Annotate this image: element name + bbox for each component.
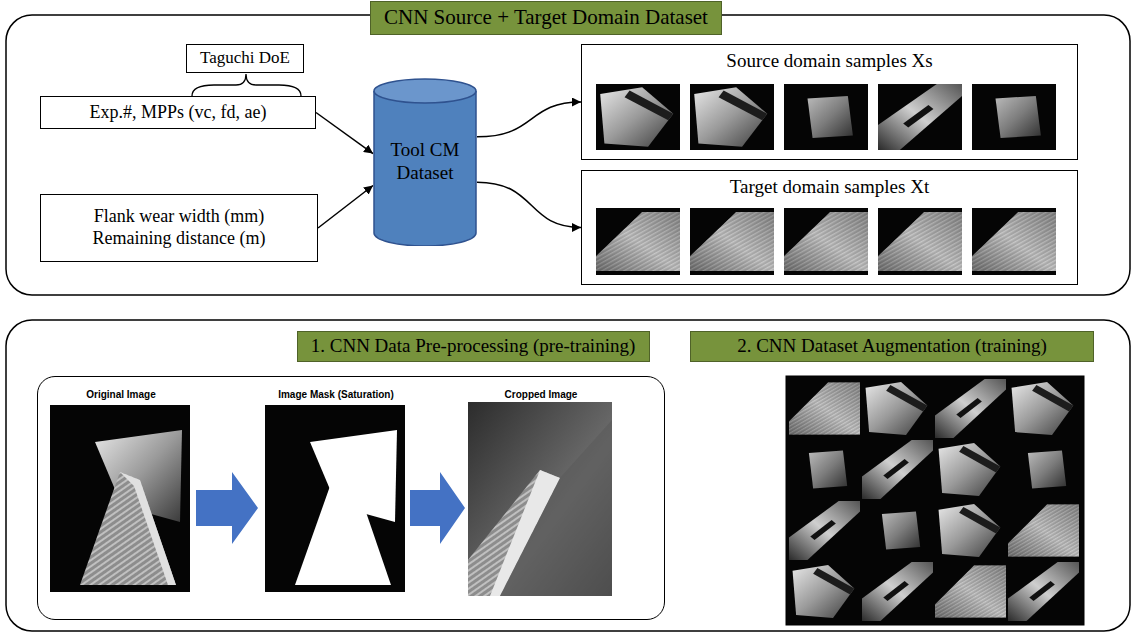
node-label: Remaining distance (m) xyxy=(93,228,266,250)
node-label: 2. CNN Dataset Augmentation (training) xyxy=(737,335,1047,358)
arrow-connector xyxy=(318,186,373,228)
image-title: Cropped Image xyxy=(469,389,613,401)
cropped-image xyxy=(468,402,612,596)
section-label: 2. CNN Dataset Augmentation (training) xyxy=(690,331,1094,362)
preprocessing-box: Original Image Image Mask (Saturation) Cro… xyxy=(37,376,665,620)
image-ground xyxy=(265,405,405,592)
tool-image xyxy=(690,208,774,275)
bottom-panel xyxy=(6,320,1130,631)
cylinder-body xyxy=(374,91,476,246)
tool-image xyxy=(784,84,868,150)
tool-image xyxy=(1008,440,1079,499)
node-label: CNN Source + Target Domain Dataset xyxy=(384,5,708,30)
tool-image xyxy=(1008,562,1079,621)
augmentation-box xyxy=(786,376,1084,625)
sample-box: Target domain samples Xt xyxy=(581,170,1078,285)
tool-image xyxy=(862,562,933,621)
tool-image xyxy=(1008,501,1079,560)
tool-image xyxy=(935,562,1006,621)
arrow-connector xyxy=(477,182,581,227)
augmentation-grid xyxy=(789,379,1079,621)
tool-image xyxy=(878,84,962,150)
tool-image xyxy=(690,84,774,150)
mask-image xyxy=(265,405,405,592)
image-title: Image Mask (Saturation) xyxy=(266,389,406,401)
tool-image xyxy=(789,440,860,499)
database-cylinder: Tool CM Dataset xyxy=(373,78,477,246)
block-arrow xyxy=(410,472,465,544)
parameter-box: Exp.#, MPPs (vc, fd, ae) xyxy=(40,96,316,129)
node-label: Target domain samples Xt xyxy=(730,176,929,199)
tool-image xyxy=(596,208,680,275)
sample-box: Source domain samples Xs xyxy=(581,44,1078,160)
tool-image xyxy=(789,379,860,438)
node-label: 1. CNN Data Pre-processing (pre-training… xyxy=(311,335,635,358)
tool-image xyxy=(789,562,860,621)
target-thumbnails xyxy=(596,208,1056,275)
section-label: 1. CNN Data Pre-processing (pre-training… xyxy=(297,331,650,362)
tool-shape xyxy=(500,420,612,596)
tool-image xyxy=(862,379,933,438)
node-label: Exp.#, MPPs (vc, fd, ae) xyxy=(90,102,267,124)
arrow-connector xyxy=(477,102,581,137)
node-label: Taguchi DoE xyxy=(200,48,290,68)
curly-brace xyxy=(192,74,301,96)
tool-image xyxy=(789,501,860,560)
image-ground xyxy=(468,402,612,596)
tool-image xyxy=(862,440,933,499)
image-ground xyxy=(50,405,190,592)
tool-image xyxy=(596,84,680,150)
source-thumbnails xyxy=(596,84,1056,150)
cylinder-top xyxy=(374,79,476,103)
tool-image xyxy=(935,440,1006,499)
arrow-connector xyxy=(316,113,373,154)
tool-image xyxy=(862,501,933,560)
tool-image xyxy=(972,208,1056,275)
tool-shape xyxy=(80,472,176,585)
tool-image xyxy=(935,379,1006,438)
mask-shape xyxy=(295,472,391,585)
tool-image xyxy=(972,84,1056,150)
tool-image xyxy=(878,208,962,275)
block-arrow xyxy=(196,472,258,544)
top-panel xyxy=(6,15,1130,295)
tool-image xyxy=(1008,379,1079,438)
original-image xyxy=(50,405,190,592)
tool-image xyxy=(935,501,1006,560)
node-label: Flank wear width (mm) xyxy=(94,206,264,228)
tool-image xyxy=(784,208,868,275)
image-title: Original Image xyxy=(51,389,191,401)
measurement-box: Flank wear width (mm)Remaining distance … xyxy=(40,194,318,262)
node-label: Tool CM Dataset xyxy=(383,139,467,185)
doe-box: Taguchi DoE xyxy=(186,44,304,73)
node-label: Source domain samples Xs xyxy=(726,50,932,73)
section-label: CNN Source + Target Domain Dataset xyxy=(370,1,722,35)
tool-edge xyxy=(120,472,176,585)
